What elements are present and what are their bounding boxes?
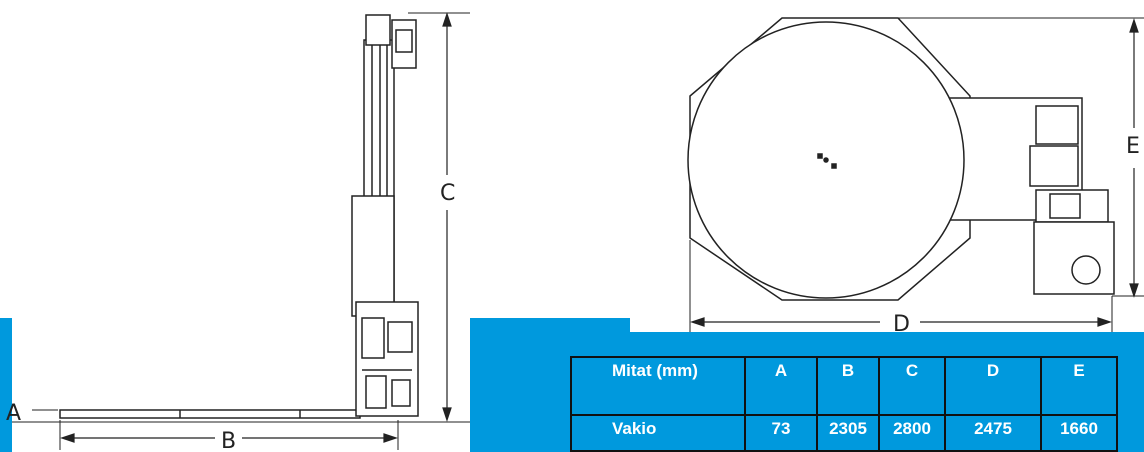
table-cell: 1660 [1040, 414, 1118, 452]
table-header-cell: B [816, 356, 880, 416]
dimensions-table: Mitat (mm) A B C D E Vakio 73 2305 2800 … [570, 356, 1118, 452]
table-row: Vakio 73 2305 2800 2475 1660 [570, 414, 1118, 452]
top-view [687, 17, 1115, 301]
table-header-cell: A [744, 356, 818, 416]
dimension-a-label: A [6, 401, 21, 426]
table-cell: 2800 [878, 414, 946, 452]
dimension-e-label: E [1126, 134, 1140, 159]
dimension-c-label: C [440, 181, 455, 206]
dimension-b-arrow [60, 433, 398, 443]
dimension-e-arrow [1129, 18, 1139, 298]
background-panel-notch-mask [470, 318, 630, 332]
background-panel-left [0, 318, 12, 452]
table-header-cell: Mitat (mm) [570, 356, 746, 416]
dimension-b-label: B [221, 429, 236, 452]
table-header-cell: E [1040, 356, 1118, 416]
table-cell: 2475 [944, 414, 1042, 452]
table-header-row: Mitat (mm) A B C D E [570, 356, 1118, 416]
table-cell: 2305 [816, 414, 880, 452]
dimension-d-label: D [893, 312, 910, 337]
dimension-d-arrow [690, 317, 1112, 327]
table-header-cell: C [878, 356, 946, 416]
dimension-c-arrow [442, 12, 452, 422]
table-cell: Vakio [570, 414, 746, 452]
side-view [12, 12, 470, 450]
table-cell: 73 [744, 414, 818, 452]
table-header-cell: D [944, 356, 1042, 416]
